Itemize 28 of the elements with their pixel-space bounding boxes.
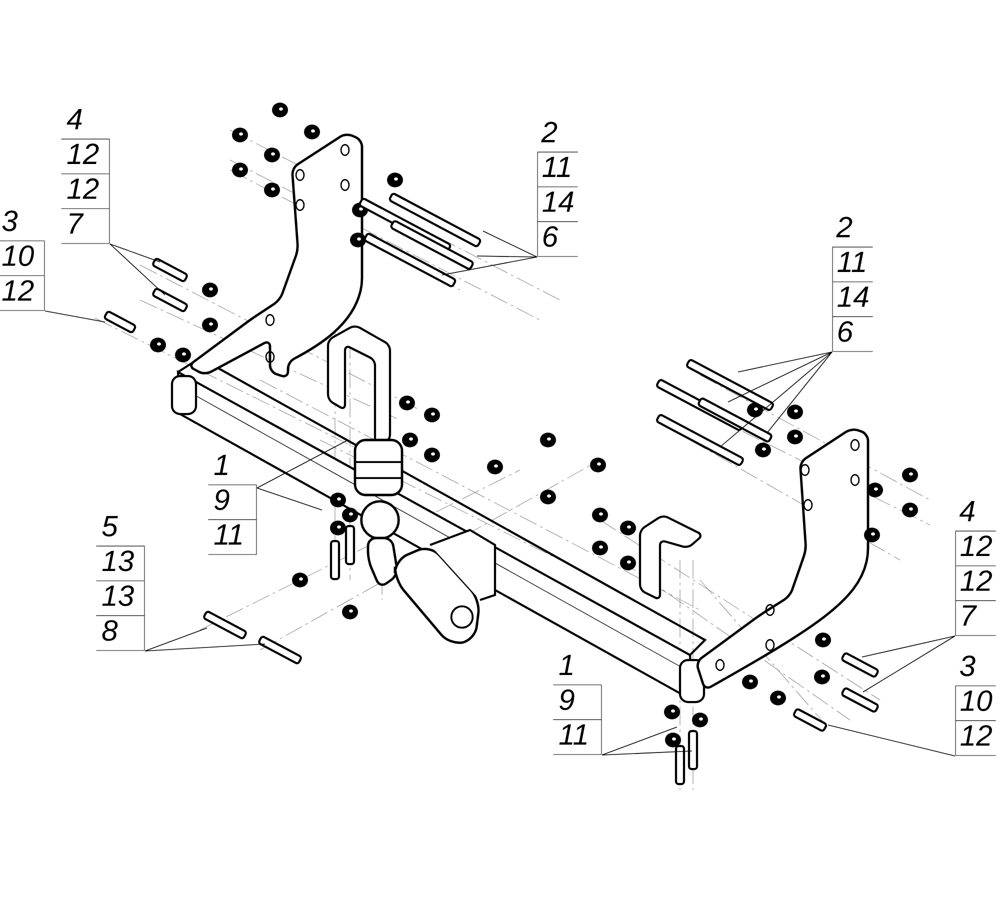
callout-stack: 3 10 12: [0, 210, 45, 311]
leader-line: [862, 636, 956, 692]
callout-stack: 2 11 14 6: [832, 216, 874, 352]
leader-line: [728, 352, 832, 402]
leader-line: [602, 750, 692, 756]
leader-line: [110, 244, 166, 296]
leader-line: [828, 724, 956, 756]
callout-stack: 1 9 11: [208, 454, 257, 555]
callout-stack: 3 10 12: [955, 656, 996, 756]
callout-stack: 4 12 12 7: [60, 109, 110, 244]
leader-line: [144, 644, 266, 652]
leader-line: [738, 352, 832, 372]
leader-line: [862, 636, 956, 658]
leader-line: [476, 256, 538, 258]
callout-stack: 4 12 12 7: [955, 501, 996, 636]
callout-stack: 2 11 14 6: [537, 122, 578, 257]
leader-line: [602, 726, 678, 756]
leader-line: [256, 440, 348, 488]
leader-line: [44, 310, 106, 322]
callout-stack: 1 9 11: [552, 654, 602, 755]
leader-line: [766, 352, 832, 434]
leader-line: [110, 244, 160, 262]
leader-line: [144, 628, 208, 652]
leader-line: [256, 488, 322, 510]
leader-line: [442, 256, 538, 276]
callout-stack: 5 13 13 8: [96, 516, 145, 651]
leader-line: [720, 352, 832, 448]
leader-line: [482, 230, 538, 258]
